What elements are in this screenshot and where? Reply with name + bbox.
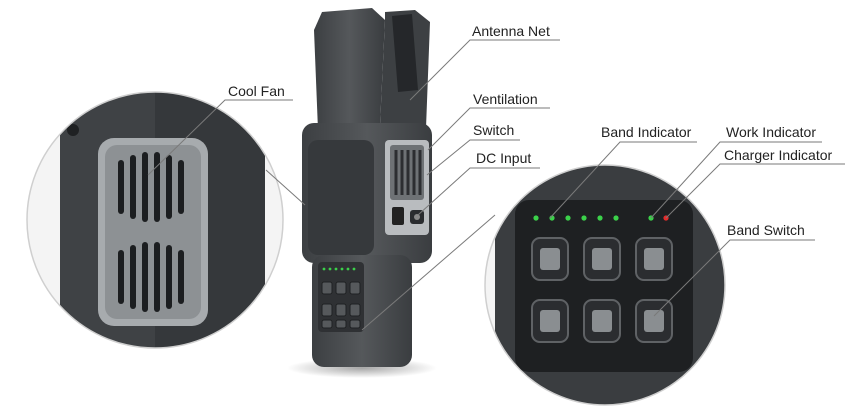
control-panel-zoom: [484, 164, 726, 406]
label-switch: Switch: [473, 122, 514, 138]
band-switch-6[interactable]: [635, 299, 673, 343]
label-work-indicator: Work Indicator: [726, 124, 816, 140]
label-ventilation: Ventilation: [473, 91, 538, 107]
band-switch-5[interactable]: [583, 299, 621, 343]
power-switch[interactable]: [392, 207, 404, 225]
labels: Antenna Net Ventilation Switch DC Input …: [228, 23, 833, 238]
label-band-indicator: Band Indicator: [601, 124, 692, 140]
label-band-switch: Band Switch: [727, 222, 805, 238]
band-switch-4[interactable]: [531, 299, 569, 343]
lower-fan-slots: [118, 242, 184, 312]
antenna-housing: [314, 8, 430, 130]
band-switch-3[interactable]: [635, 237, 673, 281]
antenna-slot: [392, 14, 418, 92]
control-panel: [515, 200, 693, 372]
zoom-connectors: [265, 169, 496, 331]
label-dc-input: DC Input: [476, 150, 531, 166]
label-charger-indicator: Charger Indicator: [724, 147, 833, 163]
label-antenna-net: Antenna Net: [472, 23, 550, 39]
band-switch-buttons: [531, 237, 673, 343]
leader-lines: [147, 39, 845, 317]
band-indicator-leds: [533, 215, 619, 221]
device-handle: [312, 255, 412, 367]
device-mid-body: [302, 123, 432, 263]
label-cool-fan: Cool Fan: [228, 83, 285, 99]
band-switch-2[interactable]: [583, 237, 621, 281]
jammer-device: [287, 8, 437, 378]
cool-fan-zoom: [26, 91, 284, 349]
upper-fan-slots: [118, 152, 184, 222]
band-switch-1[interactable]: [531, 237, 569, 281]
